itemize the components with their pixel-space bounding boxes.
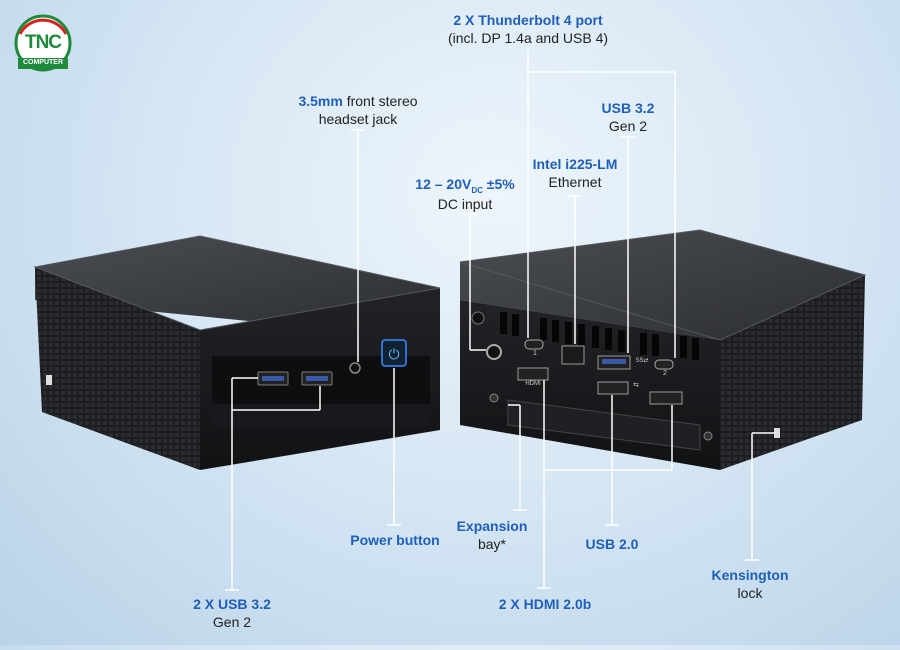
hdmi-port-1 bbox=[517, 367, 549, 381]
brand-logo: TNC COMPUTER bbox=[14, 14, 72, 74]
label-usb32-rear: USB 3.2 Gen 2 bbox=[601, 100, 655, 134]
label-thunderbolt: 2 X Thunderbolt 4 port (incl. DP 1.4a an… bbox=[447, 12, 609, 46]
label-headset: 3.5mm front stereo headset jack bbox=[298, 93, 418, 127]
right-top-face bbox=[460, 230, 865, 340]
port-mark-tb2: 2 bbox=[663, 370, 667, 377]
svg-text:⏻: ⏻ bbox=[388, 347, 399, 363]
port-mark-tb1: 1 bbox=[533, 350, 537, 357]
label-dc-input: 12 – 20VDC ±5% DC input bbox=[415, 176, 515, 212]
callout-lines bbox=[225, 50, 775, 591]
label-expansion-bay: Expansion bay* bbox=[456, 518, 528, 552]
audio-jack bbox=[349, 362, 361, 374]
ethernet-port bbox=[561, 345, 585, 365]
expansion-bay-cover bbox=[507, 399, 701, 451]
mini-pc-rear bbox=[459, 229, 867, 470]
label-ethernet: Intel i225-LM Ethernet bbox=[532, 156, 618, 190]
usb20-port bbox=[597, 381, 629, 395]
left-side-face bbox=[35, 267, 200, 470]
dc-input-port bbox=[486, 344, 502, 360]
thunderbolt-port-2 bbox=[654, 359, 674, 370]
label-usb32-front: 2 X USB 3.2 Gen 2 bbox=[193, 596, 271, 630]
left-top-face bbox=[35, 236, 440, 326]
label-usb20: USB 2.0 bbox=[585, 536, 639, 552]
logo-text: TNC bbox=[24, 32, 62, 53]
front-lower-panel bbox=[212, 406, 430, 426]
mini-pc-front: ⏻ bbox=[33, 235, 441, 470]
power-button bbox=[381, 339, 407, 367]
thunderbolt-port-1 bbox=[524, 339, 544, 350]
port-mark-ss: SS⇄ bbox=[635, 358, 649, 364]
port-mark-usb: ⇆ bbox=[633, 382, 639, 389]
logo-subtext: COMPUTER bbox=[22, 59, 64, 66]
label-kensington: Kensington lock bbox=[711, 567, 789, 601]
tnc-logo-icon bbox=[14, 14, 72, 72]
label-power-button: Power button bbox=[350, 532, 440, 548]
label-hdmi: 2 X HDMI 2.0b bbox=[498, 596, 592, 612]
hdmi-port-2 bbox=[649, 391, 683, 405]
port-mark-hdmi: HDMI bbox=[525, 381, 541, 387]
